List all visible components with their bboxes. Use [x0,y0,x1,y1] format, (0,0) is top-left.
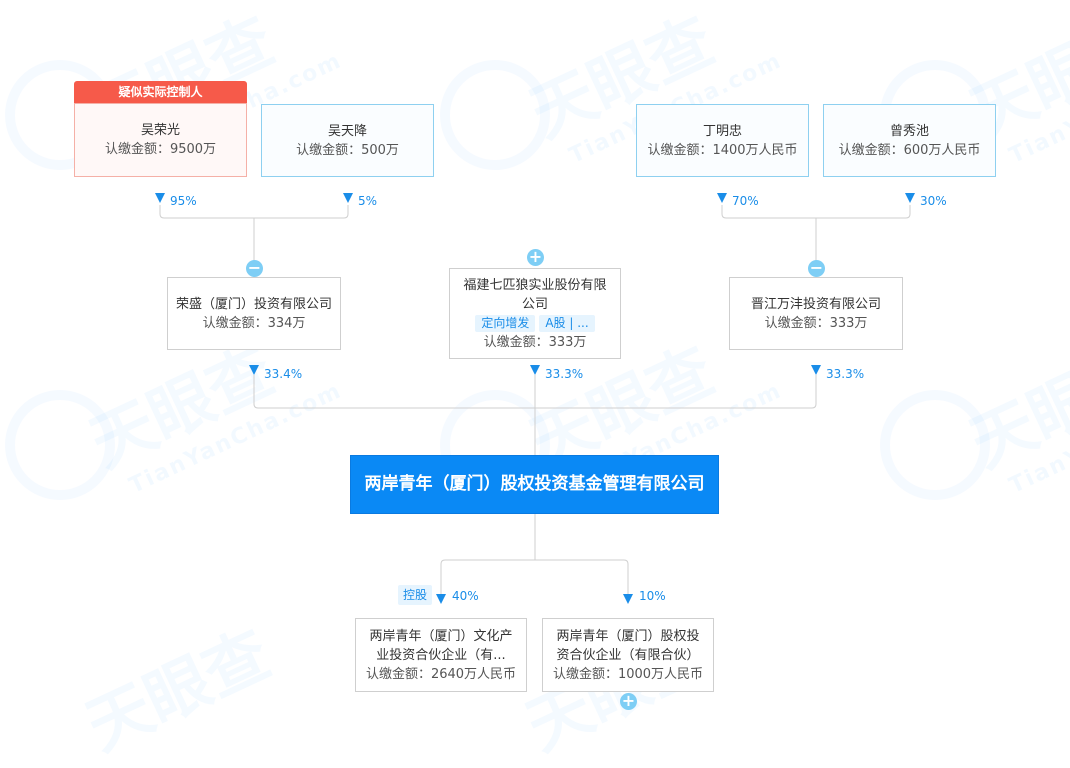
company-name: 晋江万沣投资有限公司 [750,296,881,312]
shareholder-amount: 认缴金额：600万人民币 [838,142,981,158]
investment-amount: 认缴金额：2640万人民币 [365,666,517,682]
shareholder-name: 吴天降 [327,123,367,139]
investment-node-culture-industry[interactable]: 两岸青年（厦门）文化产业投资合伙企业（有... 认缴金额：2640万人民币 [355,618,527,692]
shareholder-name: 吴荣光 [140,123,180,138]
shareholder-name: 丁明忠 [702,123,742,139]
investment-name: 两岸青年（厦门）文化产业投资合伙企业（有... [369,628,513,663]
share-percent: 5% [358,194,378,208]
arrow-down-icon [811,365,821,375]
arrow-down-icon [623,594,633,604]
company-amount: 认缴金额：334万 [202,315,306,331]
expand-icon[interactable]: + [527,247,544,266]
share-percent: 40% [452,589,479,603]
shareholder-node-ding-mingzhong[interactable]: 丁明忠 认缴金额：1400万人民币 [636,104,809,177]
shareholder-node-wu-rongguang[interactable]: 吴荣光 认缴金额：9500万 [74,103,247,177]
collapse-icon[interactable]: − [808,258,825,277]
connector-lines [159,205,911,594]
share-percent: 33.3% [545,367,584,381]
shareholder-amount: 认缴金额：1400万人民币 [647,142,798,158]
shareholder-name: 曾秀池 [889,123,929,139]
arrow-down-icon [717,193,727,203]
tag-private-placement[interactable]: 定向增发 [475,314,536,332]
tag-a-share[interactable]: A股 | ... [539,314,595,332]
investment-node-equity-partnership[interactable]: 两岸青年（厦门）股权投资合伙企业（有限合伙） 认缴金额：1000万人民币 [542,618,714,692]
arrow-down-icon [343,193,353,203]
actual-controller-tag: 疑似实际控制人 [74,81,247,103]
share-percent: 10% [639,589,666,603]
company-node-jinjiang-wanfeng[interactable]: 晋江万沣投资有限公司 认缴金额：333万 [729,277,903,350]
center-company-name: 两岸青年（厦门）股权投资基金管理有限公司 [364,474,705,494]
arrow-down-icon [155,193,165,203]
share-percent: 33.4% [264,367,303,381]
arrow-down-icon [530,365,540,375]
arrow-down-icon [249,365,259,375]
share-percent: 95% [170,194,197,208]
shareholder-node-wu-tianjiang[interactable]: 吴天降 认缴金额：500万 [261,104,434,177]
arrow-down-icon [905,193,915,203]
company-name: 福建七匹狼实业股份有限公司 [463,277,607,312]
company-node-rongsheng[interactable]: 荣盛（厦门）投资有限公司 认缴金额：334万 [167,277,341,350]
collapse-icon[interactable]: − [246,258,263,277]
company-name: 荣盛（厦门）投资有限公司 [176,296,333,312]
company-amount: 认缴金额：333万 [483,334,587,350]
holding-tag: 控股 [398,585,433,605]
shareholder-amount: 认缴金额：500万 [296,142,399,158]
share-percent: 33.3% [826,367,865,381]
company-amount: 认缴金额：333万 [764,315,868,331]
investment-amount: 认缴金额：1000万人民币 [552,666,704,682]
shareholder-amount: 认缴金额：9500万 [104,142,217,157]
center-company-node[interactable]: 两岸青年（厦门）股权投资基金管理有限公司 [350,455,719,514]
expand-icon[interactable]: + [620,691,637,710]
shareholder-node-zeng-xiuchi[interactable]: 曾秀池 认缴金额：600万人民币 [823,104,996,177]
share-percent: 70% [732,194,759,208]
investment-name: 两岸青年（厦门）股权投资合伙企业（有限合伙） [556,628,700,663]
arrow-down-icon [436,594,446,604]
share-percent: 30% [920,194,947,208]
